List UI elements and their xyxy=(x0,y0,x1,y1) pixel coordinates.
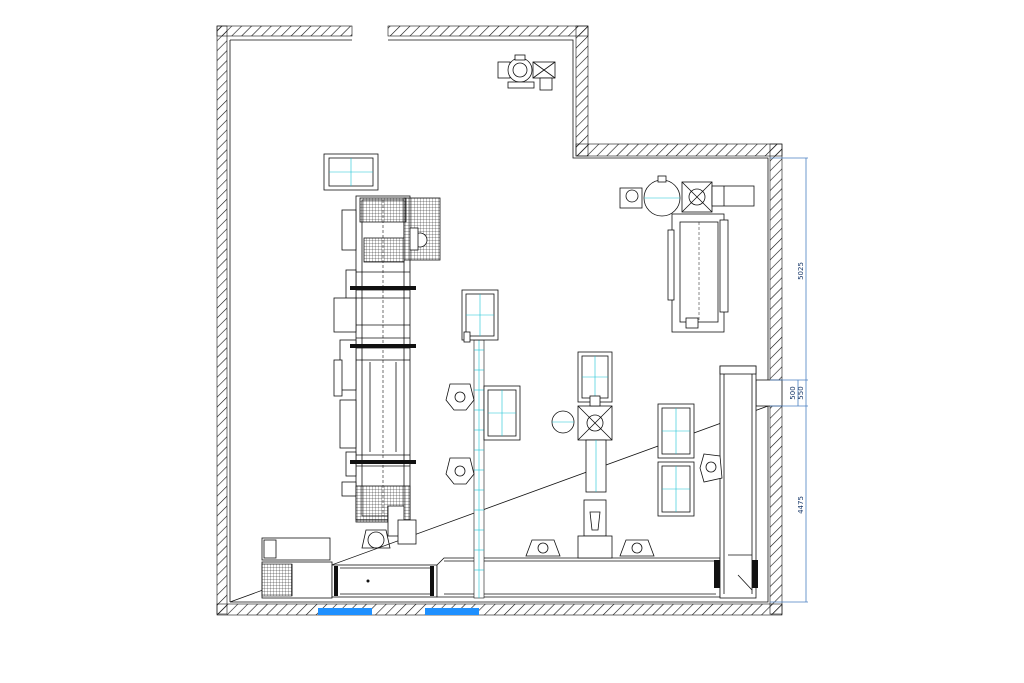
wall-top-right xyxy=(387,25,589,37)
operator-center-1 xyxy=(445,383,475,411)
machine-bottom-left xyxy=(261,537,333,599)
wall-right-upper xyxy=(769,143,783,381)
dimension-opening-1: 500 xyxy=(789,386,797,399)
production-line-left xyxy=(333,195,441,545)
operator-center-2 xyxy=(445,457,475,485)
wall-opening-right xyxy=(755,379,783,407)
operator-left-bottom xyxy=(361,529,391,549)
wall-left xyxy=(216,25,228,615)
bottom-conveyor xyxy=(331,365,758,599)
machine-right-top xyxy=(619,175,755,333)
center-conveyor xyxy=(473,339,485,599)
table-left-top xyxy=(323,153,379,191)
dimension-lines xyxy=(770,157,808,603)
center-machine xyxy=(551,351,613,559)
door-mark-2 xyxy=(425,608,479,615)
operator-bottom-2 xyxy=(619,539,655,557)
operator-right xyxy=(699,453,723,483)
top-small-machine xyxy=(497,54,556,91)
wall-notch-vertical xyxy=(575,25,589,157)
operator-bottom-1 xyxy=(525,539,561,557)
wall-right-lower xyxy=(769,405,783,615)
table-center-top xyxy=(461,289,499,343)
table-right-upper xyxy=(657,403,695,459)
table-right-lower xyxy=(657,461,695,517)
wall-notch-horizontal xyxy=(575,143,783,157)
table-center-middle xyxy=(483,385,521,441)
dimension-opening-2: 550 xyxy=(797,386,805,399)
dimension-upper-span: 5025 xyxy=(797,262,805,280)
dimension-lower-span: 4475 xyxy=(797,496,805,514)
wall-inner-outline xyxy=(229,39,769,603)
door-mark-1 xyxy=(318,608,372,615)
wall-top-left xyxy=(216,25,353,37)
wall-bottom xyxy=(216,603,783,616)
